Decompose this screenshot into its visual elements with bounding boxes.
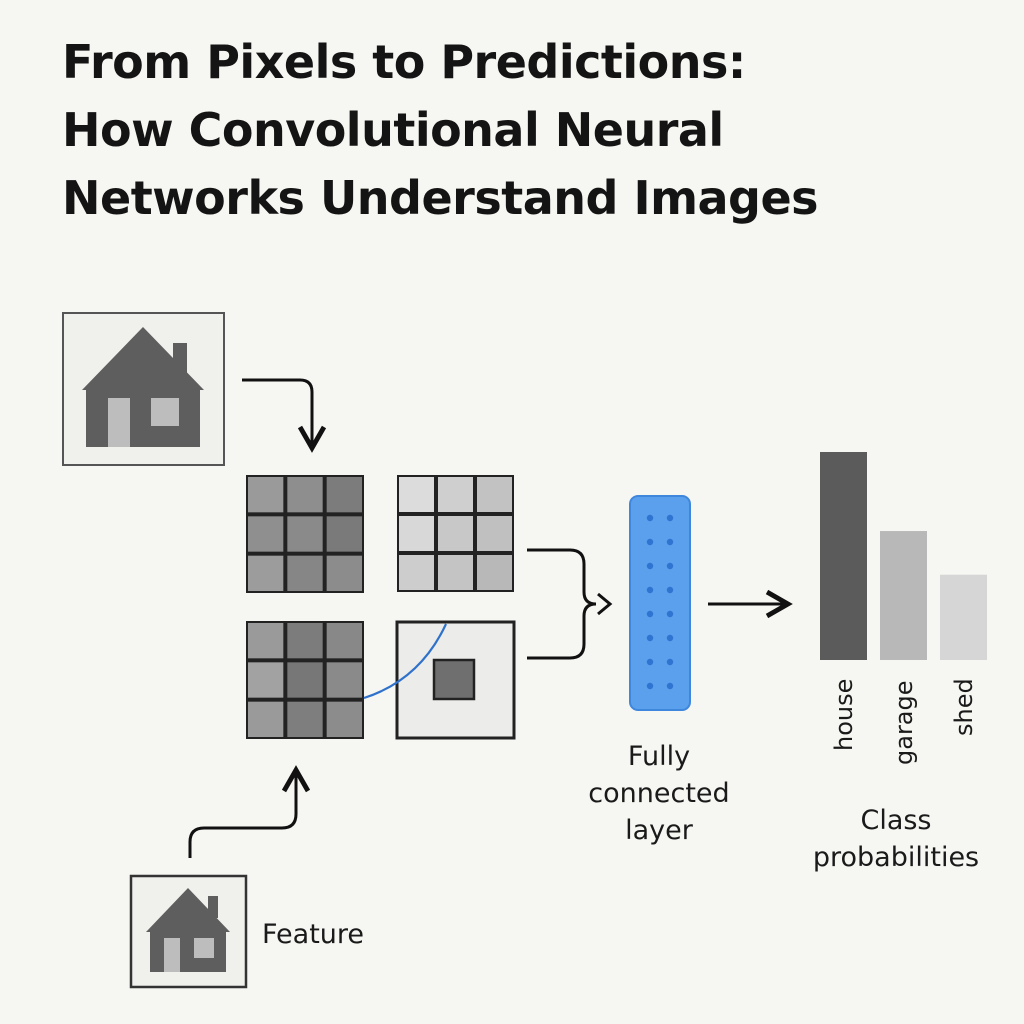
house-icon [82, 327, 204, 447]
neuron-dot [666, 514, 674, 522]
grid-cell [248, 516, 284, 552]
page-title: From Pixels to Predictions: How Convolut… [62, 28, 1002, 232]
grid-cell [326, 662, 362, 698]
neuron-dot [666, 586, 674, 594]
grid-cell [248, 623, 284, 659]
class-probabilities-label: Class probabilities [812, 805, 980, 873]
grid-cell [287, 555, 323, 591]
bar-shed [940, 574, 987, 660]
grid-cell [287, 662, 323, 698]
neuron-dot [646, 586, 654, 594]
input-image [62, 312, 225, 466]
fully-connected-layer [629, 495, 691, 711]
neuron-dot [666, 538, 674, 546]
feature-label: Feature [262, 919, 365, 950]
title-line-3: Networks Understand Images [62, 171, 819, 225]
grid-cell [477, 555, 512, 590]
title-line-1: From Pixels to Predictions: [62, 35, 746, 89]
neuron-dots [646, 514, 674, 690]
neuron-dot [666, 658, 674, 666]
neuron-dot [666, 634, 674, 642]
grid-cell [438, 477, 473, 512]
grid-cell [326, 516, 362, 552]
grid-cell [399, 516, 434, 551]
bar-house [820, 452, 867, 660]
title-line-2: How Convolutional Neural [62, 103, 724, 157]
neuron-dot [646, 610, 654, 618]
neuron-dot [666, 562, 674, 570]
bar-label-shed: shed [950, 678, 978, 736]
grid-cell [287, 477, 323, 513]
bar-label-house: house [830, 678, 858, 751]
feature-image [129, 874, 248, 989]
pooling-map [395, 620, 516, 740]
neuron-dot [646, 538, 654, 546]
house-icon [146, 888, 230, 972]
grid-cell [477, 516, 512, 551]
feature-map-grid [246, 475, 364, 593]
neuron-dot [646, 658, 654, 666]
grid-cell [287, 623, 323, 659]
grid-cell [438, 555, 473, 590]
neuron-dot [646, 682, 654, 690]
grid-cell [438, 516, 473, 551]
grid-cell [326, 623, 362, 659]
grid-cell [326, 555, 362, 591]
filter-connection-curve [363, 623, 447, 700]
grid-cell [287, 516, 323, 552]
fully-connected-label: Fully connected layer [588, 741, 730, 846]
grid-cell [248, 555, 284, 591]
feature-map-grid [397, 475, 514, 592]
grid-cell [287, 701, 323, 737]
arrow-input-to-conv [242, 378, 327, 453]
arrow-feature-to-conv [188, 765, 311, 858]
grid-cell [248, 477, 284, 513]
bar-garage [880, 531, 927, 660]
feature-map-grid [246, 621, 364, 739]
grid-cell [326, 701, 362, 737]
class-probability-bars [820, 452, 987, 660]
grid-cell [399, 555, 434, 590]
merge-brace-arrow [527, 548, 613, 660]
grid-cell [477, 477, 512, 512]
bar-label-garage: garage [890, 680, 918, 765]
grid-cell [248, 662, 284, 698]
neuron-dot [666, 682, 674, 690]
grid-cell [248, 701, 284, 737]
neuron-dot [646, 514, 654, 522]
neuron-dot [666, 610, 674, 618]
grid-cell [326, 477, 362, 513]
grid-cell [399, 477, 434, 512]
neuron-dot [646, 634, 654, 642]
neuron-dot [646, 562, 654, 570]
